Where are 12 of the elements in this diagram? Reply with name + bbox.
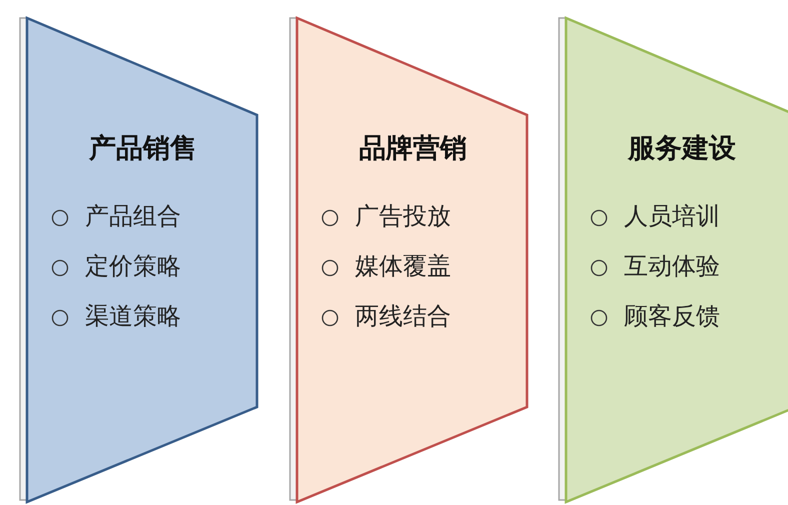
panel-heading: 服务建设 (628, 133, 736, 166)
list-item: 顾客反馈 (624, 302, 720, 331)
list-item: 媒体覆盖 (355, 252, 451, 281)
list-item: 互动体验 (624, 252, 720, 281)
list-item: 渠道策略 (85, 302, 181, 331)
panel-heading: 品牌营销 (359, 133, 467, 166)
list-item: 两线结合 (355, 302, 451, 331)
list-item: 定价策略 (85, 252, 181, 281)
list-item: 人员培训 (624, 202, 720, 231)
list-item: 广告投放 (355, 202, 451, 231)
panel-heading: 产品销售 (89, 133, 197, 166)
list-item: 产品组合 (85, 202, 181, 231)
